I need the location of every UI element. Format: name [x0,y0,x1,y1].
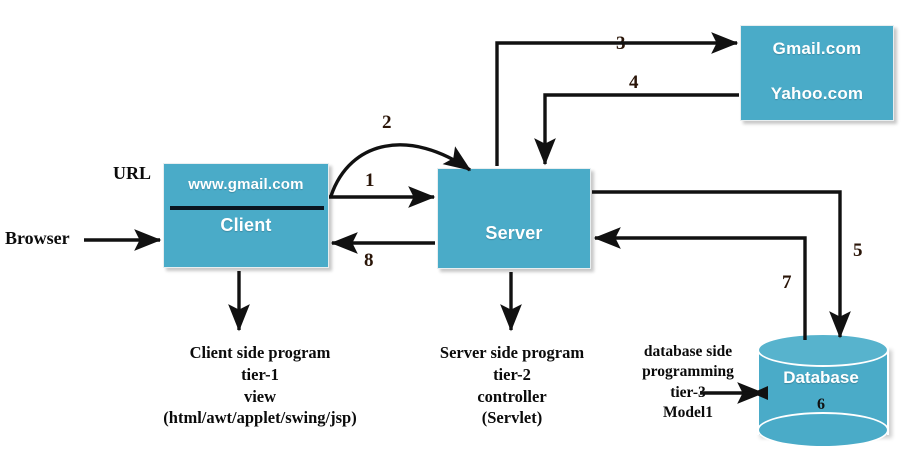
client-side-note: Client side program tier-1 view (html/aw… [112,342,408,429]
client-side-note-line-2: tier-1 [241,364,279,384]
server-node-label: Server [485,223,543,243]
database-cylinder-bottom [757,412,889,448]
client-url-value: www.gmail.com [188,176,304,193]
yahoo-label: Yahoo.com [770,84,864,103]
url-label: URL [113,163,152,183]
database-side-note-line-2: programming [642,363,734,381]
database-side-note-line-4: Model1 [663,404,713,422]
database-cylinder-top [757,333,889,367]
client-node[interactable]: www.gmail.com Client [163,163,329,268]
database-side-note-line-1: database side [643,343,733,360]
step-label-2: 2 [382,112,392,133]
database-node-label: Database [783,368,859,387]
connector-step-3-server-to-gmail [495,32,739,166]
browser-label: Browser [5,228,70,248]
client-side-note-line-1: Client side program [189,343,331,362]
step-label-7: 7 [782,272,792,293]
step-label-3: 3 [616,33,626,54]
server-side-note: Server side program tier-2 controller (S… [416,342,608,429]
step-label-5: 5 [853,240,863,261]
server-side-note-line-3: controller [477,386,547,406]
database-side-note: database side programming tier-3 Model1 [622,342,754,424]
client-side-note-line-3: view [243,386,277,406]
server-side-note-line-1: Server side program [439,343,585,362]
step-label-8: 8 [364,250,374,271]
connector-step-7-database-to-server [593,227,807,340]
step-label-1: 1 [365,170,375,191]
database-node[interactable]: Database 6 [757,333,889,451]
connector-step-5-server-to-database [592,190,851,339]
client-url-divider [170,206,324,210]
step-label-4: 4 [629,72,639,93]
server-node[interactable]: Server [437,168,591,269]
client-node-label: Client [220,215,272,235]
gmail-label: Gmail.com [772,39,862,58]
database-step-number: 6 [817,396,825,413]
database-side-note-line-3: tier-3 [670,383,706,401]
connector-step-4-yahoo-to-server [534,93,739,166]
server-side-note-line-4: (Servlet) [481,408,543,428]
mail-providers-node[interactable]: Gmail.com Yahoo.com [740,25,894,121]
client-side-note-line-4: (html/awt/applet/swing/jsp) [163,408,357,428]
server-side-note-line-2: tier-2 [493,364,531,384]
